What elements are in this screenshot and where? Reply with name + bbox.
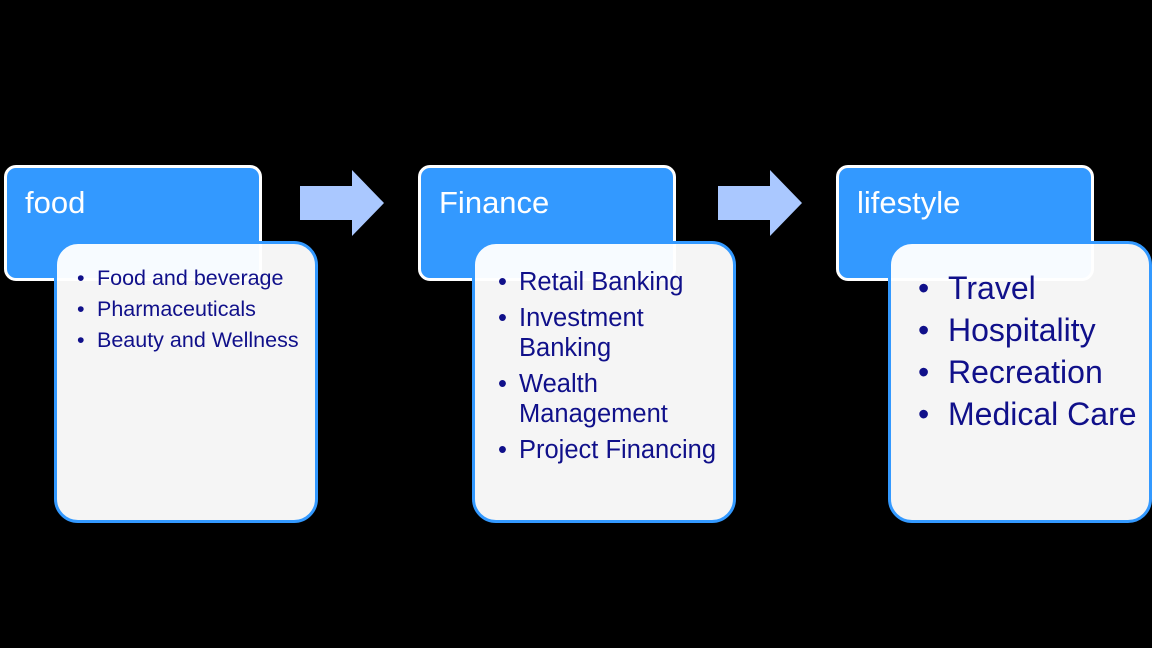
- list-item: Food and beverage: [77, 266, 305, 291]
- list-item: Recreation: [918, 354, 1150, 391]
- stage-finance-detail: Retail Banking Investment Banking Wealth…: [472, 241, 736, 523]
- list-item: Travel: [918, 270, 1150, 307]
- list-item: Beauty and Wellness: [77, 328, 305, 353]
- stage-lifestyle-detail: Travel Hospitality Recreation Medical Ca…: [888, 241, 1152, 523]
- list-item: Hospitality: [918, 312, 1150, 349]
- list-item: Pharmaceuticals: [77, 297, 305, 322]
- stage-food-title: food: [25, 185, 86, 220]
- stage-food-detail: Food and beverage Pharmaceuticals Beauty…: [54, 241, 318, 523]
- list-item: Retail Banking: [498, 267, 728, 297]
- list-item: Project Financing: [498, 435, 728, 465]
- list-item: Wealth Management: [498, 369, 728, 429]
- list-item: Medical Care: [918, 396, 1150, 433]
- list-item: Investment Banking: [498, 303, 728, 363]
- stage-food-list: Food and beverage Pharmaceuticals Beauty…: [77, 266, 305, 359]
- stage-lifestyle-list: Travel Hospitality Recreation Medical Ca…: [918, 270, 1150, 438]
- stage-lifestyle-title: lifestyle: [857, 185, 961, 220]
- arrow-right-icon: [300, 170, 384, 236]
- stage-finance-list: Retail Banking Investment Banking Wealth…: [498, 267, 728, 471]
- arrow-right-icon: [718, 170, 802, 236]
- stage-finance-title: Finance: [439, 185, 550, 220]
